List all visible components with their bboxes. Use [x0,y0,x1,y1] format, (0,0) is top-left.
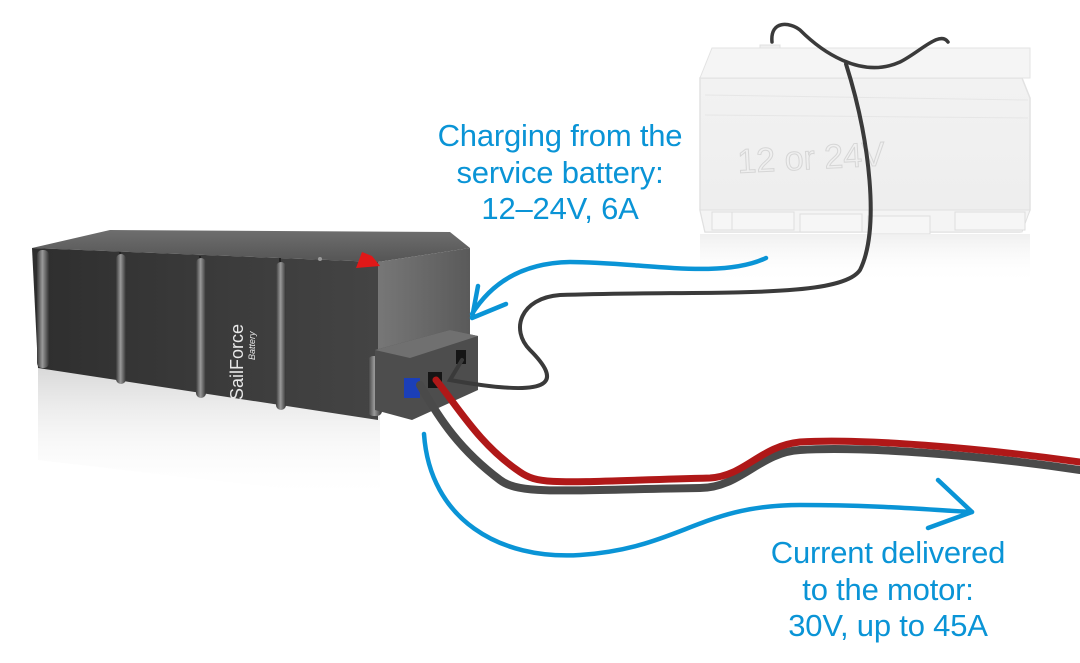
service-battery-feet [711,211,1026,235]
sailforce-battery: SailForce Battery [32,230,478,420]
motor-arrow [421,431,975,558]
power-cable [416,376,1080,495]
brand-label: SailForce [227,324,247,400]
motor-annotation: Current delivered to the motor: 30V, up … [738,535,1038,645]
motor-annotation-line-2: to the motor: [802,571,974,607]
charging-annotation-line-1: Charging from the [437,118,683,153]
power-switch [356,252,380,268]
charging-annotation: Charging from the service battery: 12–24… [400,118,720,228]
motor-annotation-line-3: 30V, up to 45A [788,608,988,644]
charge-cable [446,22,950,391]
charging-arrow [469,255,769,321]
charging-annotation-line-2: service battery: [456,154,664,190]
subbrand-label: Battery [247,331,257,360]
service-battery: 12 or 24V [699,44,1031,284]
motor-annotation-line-1: Current delivered [770,535,1006,570]
charging-annotation-line-3: 12–24V, 6A [481,191,639,227]
service-battery-voltage-text: 12 or 24V [736,135,886,181]
